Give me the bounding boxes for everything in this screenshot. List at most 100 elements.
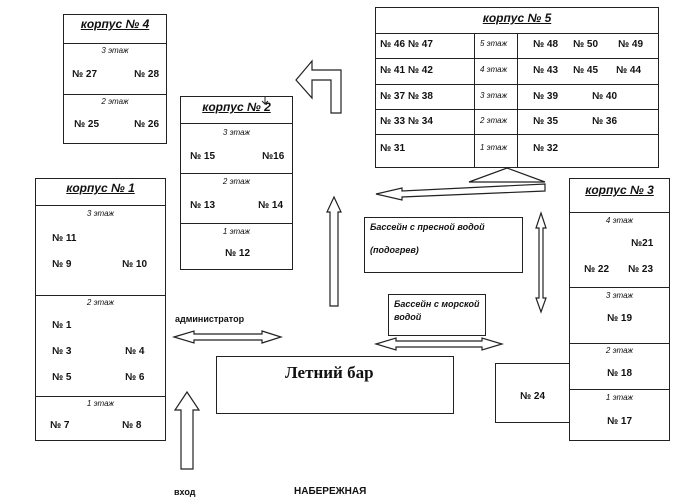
pool-sea-water: Бассейн с морской водой [388,294,486,336]
summer-bar: Летний бар [216,356,454,414]
rooms-left: № 31 [380,143,406,154]
room: № 17 [607,416,633,427]
room: № 9 [52,259,72,270]
room: № 24 [520,391,546,402]
room: № 5 [52,372,72,383]
room: № 50 [573,39,599,50]
floor-label: 3 этаж [222,128,251,137]
divider [570,343,669,344]
room: № 36 [592,116,618,127]
floor-label: 3 этаж [605,291,634,300]
summer-bar-label: Летний бар [285,363,374,382]
building-2-title: корпус № 2 [202,100,271,114]
building-5-title: корпус № 5 [482,11,552,25]
building-5: корпус № 5 № 46 № 47 5 этаж № 48 № 50 № … [375,7,659,168]
rooms-left: № 37 № 38 [380,91,433,102]
rooms-left: № 33 № 34 [380,116,433,127]
room: № 4 [125,346,145,357]
floor-label: 4 этаж [480,65,508,74]
building-4: корпус № 4 3 этаж № 27 № 28 2 этаж № 25 … [63,14,167,144]
divider [64,43,166,44]
room: № 26 [134,119,160,130]
room: № 32 [533,143,559,154]
pool-sea-line2: водой [394,312,422,322]
room: № 35 [533,116,559,127]
admin-label: администратор [175,314,245,324]
pool-fresh-line1: Бассейн с пресной водой [370,222,485,232]
building-1: корпус № 1 3 этаж № 11 № 9 № 10 2 этаж №… [35,178,166,441]
divider [181,173,292,174]
divider [36,396,165,397]
room: № 15 [190,151,216,162]
building-1-title: корпус № 1 [66,181,135,195]
room: № 28 [134,69,160,80]
divider [64,94,166,95]
building-4-title: корпус № 4 [80,17,150,31]
up-arrow-icon [468,167,546,183]
room: № 25 [74,119,100,130]
divider [181,223,292,224]
entrance-label: вход [174,487,196,497]
divider [36,205,165,206]
embankment-label: НАБЕРЕЖНАЯ [294,486,367,497]
floor-label: 1 этаж [222,227,251,236]
room: № 8 [122,420,142,431]
divider [517,33,518,167]
floor-label: 3 этаж [86,209,115,218]
bent-arrow-icon [295,59,342,114]
rooms-left: № 46 № 47 [380,39,433,50]
divider [181,123,292,124]
room: № 22 [584,264,610,275]
pool-fresh-line2: (подогрев) [370,245,419,255]
room: № 14 [258,200,284,211]
room: № 3 [52,346,72,357]
divider [474,33,475,167]
floor-label: 2 этаж [101,97,129,106]
pool-fresh-water: Бассейн с пресной водой (подогрев) [364,217,523,273]
room: № 39 [533,91,559,102]
room: № 49 [618,39,644,50]
room: № 40 [592,91,618,102]
double-vertical-arrow-icon [535,211,547,314]
room: № 23 [628,264,654,275]
room: № 1 [52,320,72,331]
room: № 10 [122,259,148,270]
floor-label: 3 этаж [480,91,508,100]
floor-label: 2 этаж [480,116,508,125]
floor-label: 1 этаж [480,143,508,152]
divider [570,389,669,390]
floor-label: 3 этаж [101,46,129,55]
floor-label: 2 этаж [222,177,251,186]
divider [570,287,669,288]
room: № 27 [72,69,98,80]
room: № 7 [50,420,70,431]
floor-label: 2 этаж [86,298,115,307]
room: № 6 [125,372,145,383]
room: № 48 [533,39,559,50]
room: № 45 [573,65,599,76]
divider [36,295,165,296]
rooms-left: № 41 № 42 [380,65,433,76]
pool-sea-line1: Бассейн с морской [394,299,480,309]
entrance-arrow-icon [173,390,201,470]
room: № 11 [52,233,77,244]
double-horizontal-arrow-icon [373,337,505,351]
floor-label: 4 этаж [605,216,634,225]
room: № 18 [607,368,633,379]
building-3-title: корпус № 3 [585,183,654,197]
floor-label: 1 этаж [605,393,634,402]
left-arrow-icon [375,183,546,201]
room: № 44 [616,65,642,76]
building-3: корпус № 3 4 этаж №21 № 22 № 23 3 этаж №… [569,178,670,441]
room: №16 [262,151,285,162]
floor-label: 5 этаж [480,39,508,48]
room: №21 [631,238,654,249]
room: № 19 [607,313,633,324]
floor-label: 1 этаж [86,399,115,408]
floor-label: 2 этаж [605,346,634,355]
building-3-annex: № 24 [495,363,573,423]
building-2: корпус № 2 3 этаж № 15 №16 2 этаж № 13 №… [180,96,293,270]
room: № 43 [533,65,559,76]
up-arrow-icon [326,195,342,307]
room: № 13 [190,200,216,211]
